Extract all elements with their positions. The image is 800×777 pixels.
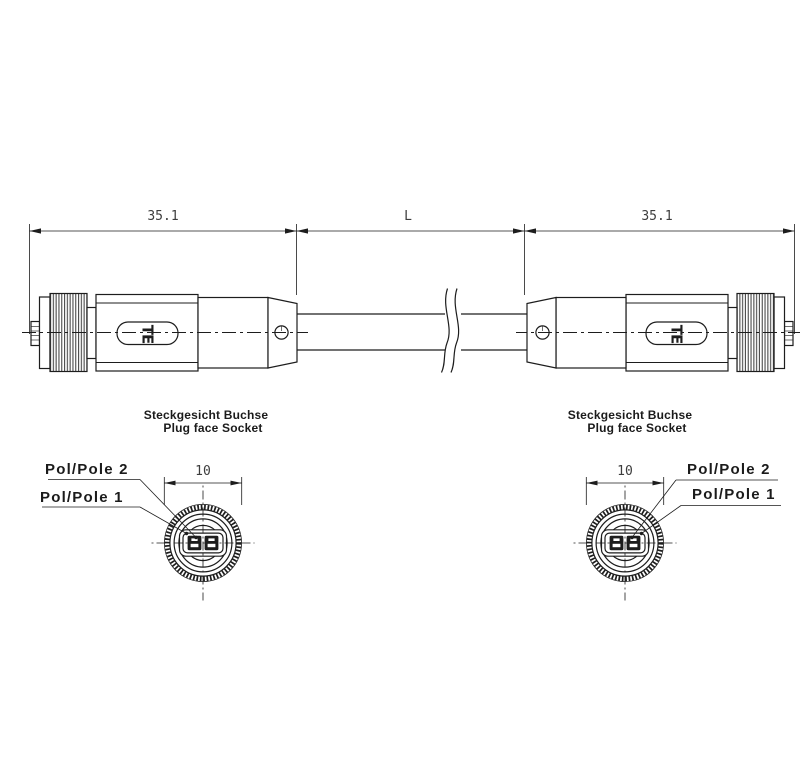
dim-cable-length: L [404, 209, 412, 224]
dim-right-connector: 35.1 [641, 209, 673, 224]
break-symbol-icon [440, 288, 460, 373]
left-face-title-en: Plug face Socket [163, 421, 263, 435]
te-logo-icon: TE [668, 325, 686, 344]
dim-left-connector: 35.1 [147, 209, 179, 224]
right-pole1-label: Pol/Pole 1 [692, 486, 776, 503]
dim-right-face-diameter: 10 [617, 464, 633, 479]
left-face-title: Steckgesicht Buchse Plug face Socket [126, 409, 286, 435]
left-connector [21, 292, 309, 373]
left-pole-leaders [42, 479, 198, 540]
dim-left-face-diameter: 10 [195, 464, 211, 479]
left-face-title-de: Steckgesicht Buchse [143, 408, 269, 422]
right-face-view [574, 486, 677, 601]
right-pole2-label: Pol/Pole 2 [687, 461, 771, 478]
te-logo-icon: TE [139, 325, 157, 344]
left-pole1-label: Pol/Pole 1 [40, 489, 124, 506]
cable [297, 288, 527, 373]
right-face-title-en: Plug face Socket [587, 421, 687, 435]
right-connector [515, 292, 800, 373]
right-pole-leaders [630, 479, 781, 540]
left-face-diameter-dimension [163, 477, 243, 505]
left-face-view [152, 486, 255, 601]
right-face-diameter-dimension [585, 477, 665, 505]
right-face-title: Steckgesicht Buchse Plug face Socket [550, 409, 710, 435]
left-pole2-label: Pol/Pole 2 [45, 461, 129, 478]
right-face-title-de: Steckgesicht Buchse [567, 408, 693, 422]
length-dimensions [29, 224, 795, 334]
